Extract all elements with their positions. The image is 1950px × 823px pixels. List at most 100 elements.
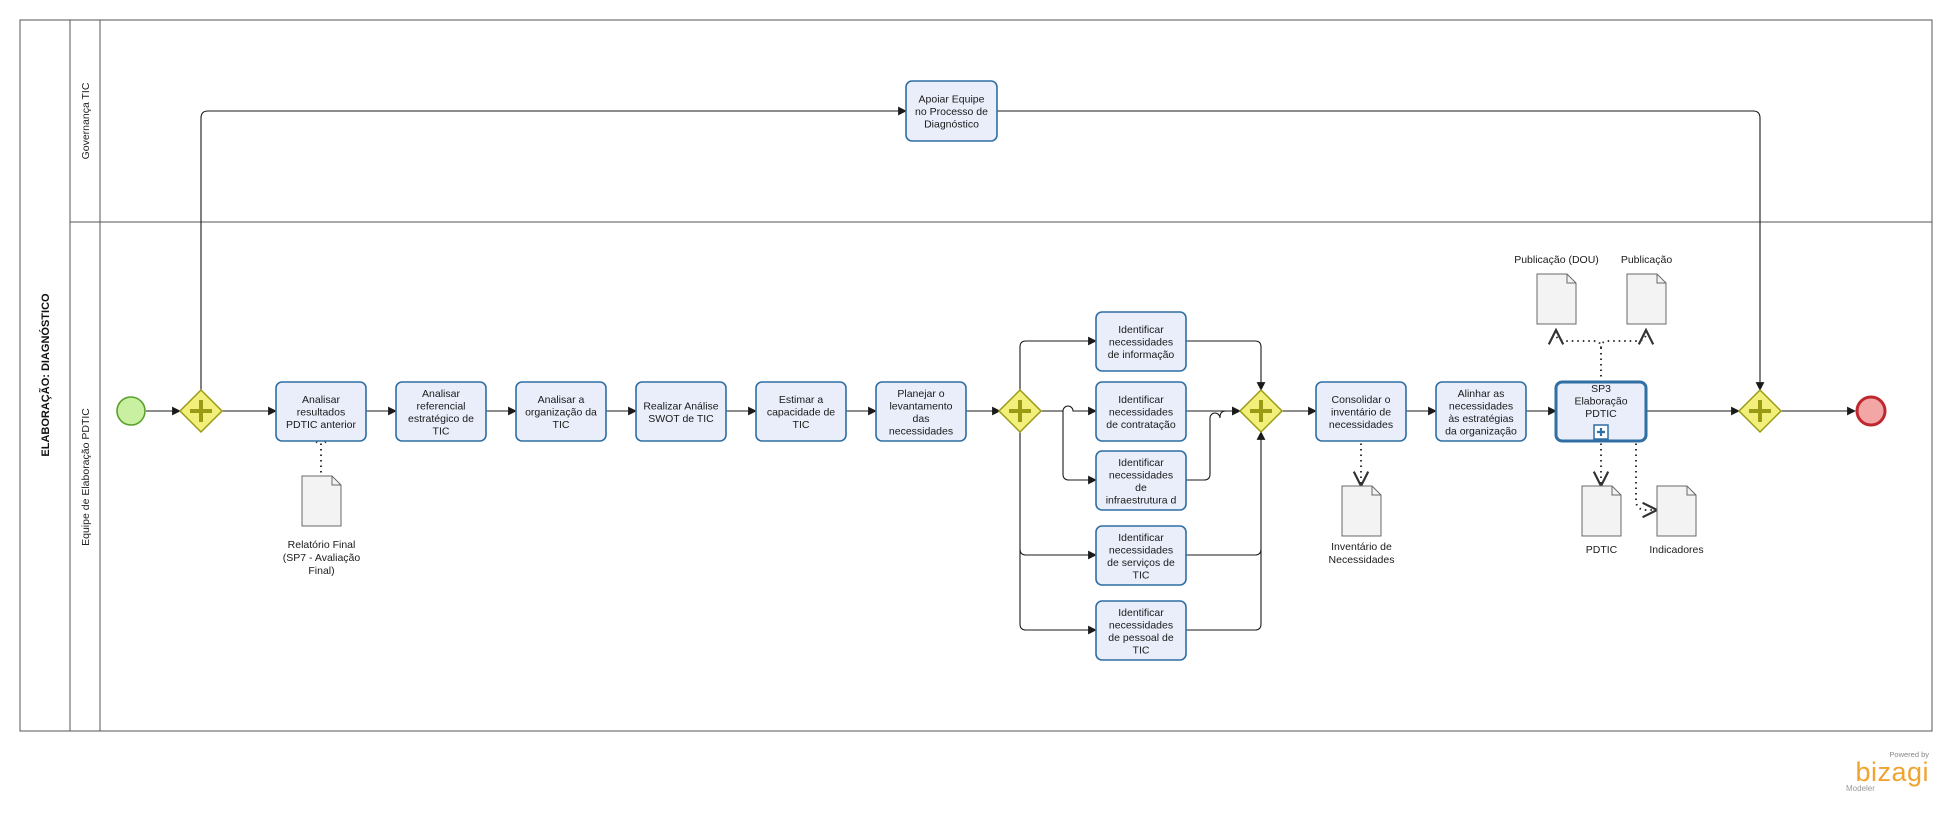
lane-title-governanca: Governança TIC	[80, 82, 92, 159]
task-label: Analisar a	[538, 394, 585, 406]
task-label: capacidade de	[767, 407, 835, 419]
data-object-label: Final)	[308, 565, 334, 577]
lane-title-equipe: Equipe de Elaboração PDTIC	[80, 408, 92, 546]
gateway-split-governanca[interactable]	[178, 388, 224, 434]
gateway-join-necessidades[interactable]	[1238, 388, 1284, 434]
task-label: das	[913, 413, 930, 425]
task-label: Consolidar o	[1332, 394, 1391, 406]
data-object-indicadores[interactable]: Indicadores	[1649, 485, 1704, 556]
task-label: necessidades	[1109, 337, 1173, 349]
association	[1600, 330, 1646, 349]
data-object-label: PDTIC	[1586, 544, 1618, 556]
end-event[interactable]	[1855, 395, 1887, 427]
flow	[1019, 336, 1097, 390]
task-label: TIC	[553, 419, 570, 431]
task-label: necessidades	[1329, 419, 1393, 431]
flow	[1041, 405, 1097, 416]
flow	[1019, 549, 1097, 635]
task-necessidades-infraestrutura[interactable]: Identificarnecessidadesdeinfraestrutura …	[1095, 450, 1187, 511]
task-label: de contratação	[1106, 419, 1176, 431]
task-label: referencial	[416, 400, 465, 412]
task-label: de pessoal de	[1108, 632, 1174, 644]
task-label: TIC	[793, 419, 810, 431]
data-object-publicacao-dou[interactable]: Publicação (DOU)	[1514, 254, 1599, 325]
task-label: da organização	[1445, 425, 1517, 437]
task-label: SWOT de TIC	[648, 413, 714, 425]
task-label: Analisar	[302, 394, 340, 406]
task-label: inventário de	[1331, 407, 1391, 419]
task-label: resultados	[297, 407, 345, 419]
task-label: de serviços de	[1107, 557, 1175, 569]
task-label: Elaboração	[1574, 396, 1627, 408]
task-label: TIC	[1133, 644, 1150, 656]
task-label: Estimar a	[779, 394, 824, 406]
task-label: TIC	[1133, 569, 1150, 581]
task-label: de	[1135, 482, 1147, 494]
task-label: Planejar o	[897, 388, 944, 400]
data-object-label: Inventário de	[1331, 541, 1392, 553]
task-label: Diagnóstico	[924, 119, 979, 131]
flow	[1062, 411, 1097, 485]
parallel-gateways	[178, 388, 1783, 434]
task-label: Identificar	[1118, 607, 1164, 619]
data-object-label: Publicação (DOU)	[1514, 254, 1599, 266]
data-object-label: Relatório Final	[288, 539, 356, 551]
logo-text: bizagi	[1855, 757, 1929, 787]
data-object-pdtic[interactable]: PDTIC	[1581, 485, 1622, 556]
task-label: necessidades	[1449, 400, 1513, 412]
association	[1635, 438, 1657, 510]
product-label: Modeler	[1846, 784, 1875, 793]
task-label: Realizar Análise	[643, 400, 718, 412]
task-label: Identificar	[1118, 324, 1164, 336]
task-label: infraestrutura d	[1106, 494, 1177, 506]
data-object-label: Publicação	[1621, 254, 1673, 266]
flow	[997, 110, 1765, 391]
task-label: Identificar	[1118, 532, 1164, 544]
task-label: necessidades	[1109, 407, 1173, 419]
subprocess-expand-icon[interactable]	[1593, 424, 1609, 440]
task-label: Analisar	[422, 388, 460, 400]
task-label: às estratégias	[1448, 413, 1513, 425]
task-label: Identificar	[1118, 394, 1164, 406]
sequence-flows	[146, 106, 1856, 635]
data-object-publicacao[interactable]: Publicação	[1621, 254, 1673, 325]
data-object-label: Necessidades	[1329, 554, 1395, 566]
data-object-label: (SP7 - Avaliação	[283, 552, 361, 564]
flow	[1186, 406, 1241, 481]
gateway-join-final[interactable]	[1737, 388, 1783, 434]
task-label: estratégico de	[408, 413, 474, 425]
start-event[interactable]	[116, 396, 146, 426]
bizagi-logo: Powered by bizagi Modeler	[1846, 750, 1929, 793]
flow	[200, 106, 907, 390]
task-label: organização da	[525, 407, 597, 419]
task-label: PDTIC	[1585, 408, 1617, 420]
task-label: Apoiar Equipe	[919, 94, 985, 106]
pool-title: ELABORAÇÃO: DIAGNÓSTICO	[39, 293, 52, 457]
flow	[1186, 340, 1266, 391]
task-label: SP3	[1591, 383, 1611, 395]
task-label: de informação	[1108, 349, 1175, 361]
task-label: Identificar	[1118, 457, 1164, 469]
task-label: TIC	[433, 425, 450, 437]
gateway-split-necessidades[interactable]	[997, 388, 1043, 434]
task-label: necessidades	[1109, 544, 1173, 556]
